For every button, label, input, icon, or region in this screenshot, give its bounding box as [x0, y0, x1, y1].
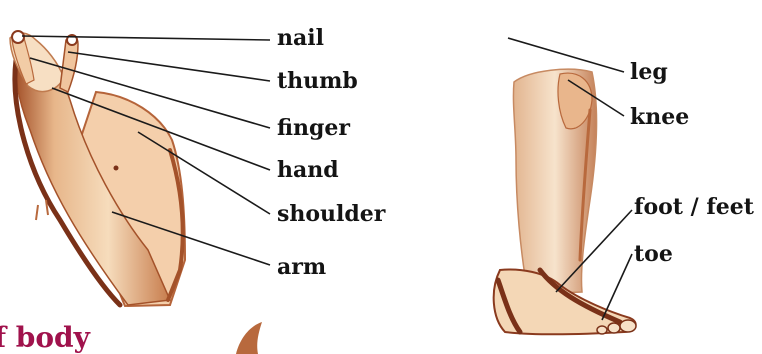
label-foot-feet: foot / feet [634, 196, 754, 218]
toe-shape-2 [608, 323, 620, 333]
label-knee: knee [630, 106, 689, 128]
label-finger: finger [277, 117, 350, 139]
nail-marker-left [12, 31, 24, 43]
leader-line-toe [602, 254, 632, 320]
leg-illustration [494, 69, 636, 334]
arm-illustration [10, 31, 185, 306]
toe-shape-1 [620, 320, 636, 332]
label-hand: hand [277, 159, 339, 181]
arm-detail-mark [36, 200, 48, 220]
bottom-figure-fragment [236, 322, 262, 354]
toe-shape-3 [597, 326, 607, 334]
label-toe: toe [634, 243, 673, 265]
section-heading: f body [0, 321, 90, 354]
label-nail: nail [277, 27, 324, 49]
leader-line-leg [508, 38, 624, 72]
elbow-mark [114, 166, 119, 171]
label-arm: arm [277, 256, 326, 278]
label-leg: leg [630, 61, 668, 83]
leader-line-thumb [68, 52, 270, 81]
label-shoulder: shoulder [277, 203, 385, 225]
leader-line-nail [22, 36, 270, 40]
label-thumb: thumb [277, 70, 358, 92]
